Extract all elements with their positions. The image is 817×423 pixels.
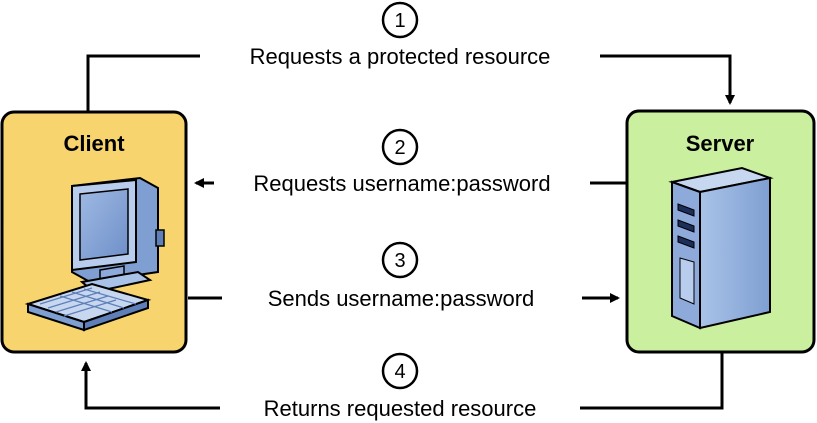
- server-box: Server: [625, 109, 816, 354]
- desktop-computer-icon: [24, 176, 165, 332]
- step-3-label: Sends username:password: [268, 286, 535, 311]
- step-4-line-right: [580, 352, 724, 410]
- step-4-connector: [81, 352, 724, 410]
- step-1-connector: [86, 54, 735, 112]
- step-3-badge: 3: [381, 241, 419, 279]
- step-2-badge: 2: [381, 128, 419, 166]
- step-1-number: 1: [394, 10, 405, 32]
- step-2-number: 2: [394, 137, 405, 159]
- step-4-line-left: [81, 361, 220, 410]
- step-4-label: Returns requested resource: [264, 396, 537, 421]
- step-1-badge: 1: [381, 1, 419, 39]
- client-box: Client: [0, 110, 188, 354]
- server-tower-icon: [668, 166, 774, 330]
- client-title: Client: [63, 131, 125, 156]
- step-4-number: 4: [394, 361, 405, 383]
- step-4-badge: 4: [381, 352, 419, 390]
- step-3-number: 3: [394, 250, 405, 272]
- step-1-line-right: [600, 54, 735, 105]
- step-1-line-left: [86, 54, 200, 112]
- server-title: Server: [686, 131, 755, 156]
- step-2-label: Requests username:password: [253, 171, 550, 196]
- step-1-label: Requests a protected resource: [250, 44, 551, 69]
